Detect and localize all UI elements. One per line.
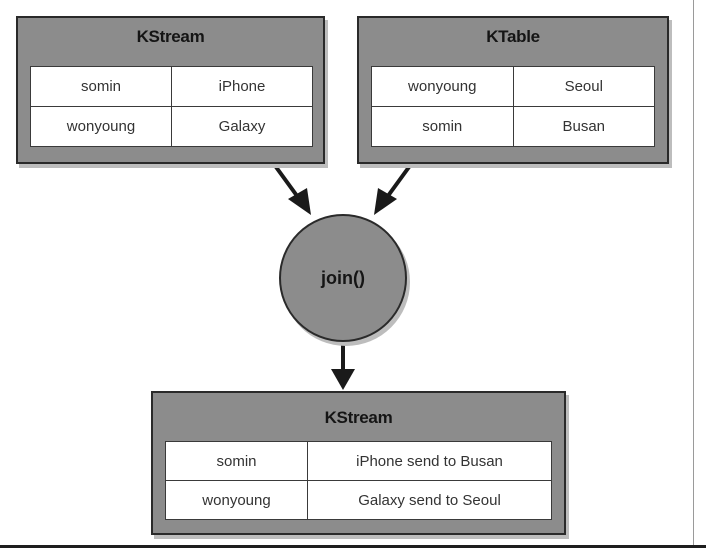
key-cell: somin <box>371 106 514 147</box>
kstream-output-title: KStream <box>324 408 393 427</box>
key-cell: wonyoung <box>165 480 308 520</box>
ktable-table: wonyoung Seoul somin Busan <box>371 66 655 147</box>
table-row: wonyoung Galaxy <box>30 106 313 147</box>
frame-bottom-edge <box>0 545 706 548</box>
table-row: somin iPhone <box>30 66 313 107</box>
table-row: wonyoung Galaxy send to Seoul <box>165 480 552 520</box>
table-row: somin iPhone send to Busan <box>165 441 552 481</box>
arrowhead-kstream-to-join <box>288 188 311 215</box>
arrowhead-ktable-to-join <box>374 188 397 215</box>
ktable-title: KTable <box>486 27 540 46</box>
table-row: somin Busan <box>371 106 655 147</box>
ktable-box: KTable wonyoung Seoul somin Busan <box>357 16 669 164</box>
join-node-label: join() <box>321 267 365 288</box>
key-cell: wonyoung <box>371 66 514 107</box>
kstream-input-table: somin iPhone wonyoung Galaxy <box>30 66 313 147</box>
frame-right-edge <box>693 0 694 546</box>
key-cell: somin <box>30 66 172 107</box>
key-cell: somin <box>165 441 308 481</box>
value-cell: iPhone <box>171 66 313 107</box>
kstream-input-title: KStream <box>136 27 205 46</box>
value-cell: Seoul <box>512 66 655 107</box>
value-cell: iPhone send to Busan <box>307 441 552 481</box>
value-cell: Galaxy send to Seoul <box>307 480 552 520</box>
arrowhead-join-to-output <box>331 369 355 390</box>
kstream-output-table: somin iPhone send to Busan wonyoung Gala… <box>165 441 552 520</box>
key-cell: wonyoung <box>30 106 172 147</box>
value-cell: Galaxy <box>171 106 313 147</box>
table-row: wonyoung Seoul <box>371 66 655 107</box>
join-node: join() <box>279 214 407 342</box>
kstream-input-box: KStream somin iPhone wonyoung Galaxy <box>16 16 325 164</box>
value-cell: Busan <box>512 106 655 147</box>
kstream-output-box: KStream somin iPhone send to Busan wonyo… <box>151 391 566 535</box>
